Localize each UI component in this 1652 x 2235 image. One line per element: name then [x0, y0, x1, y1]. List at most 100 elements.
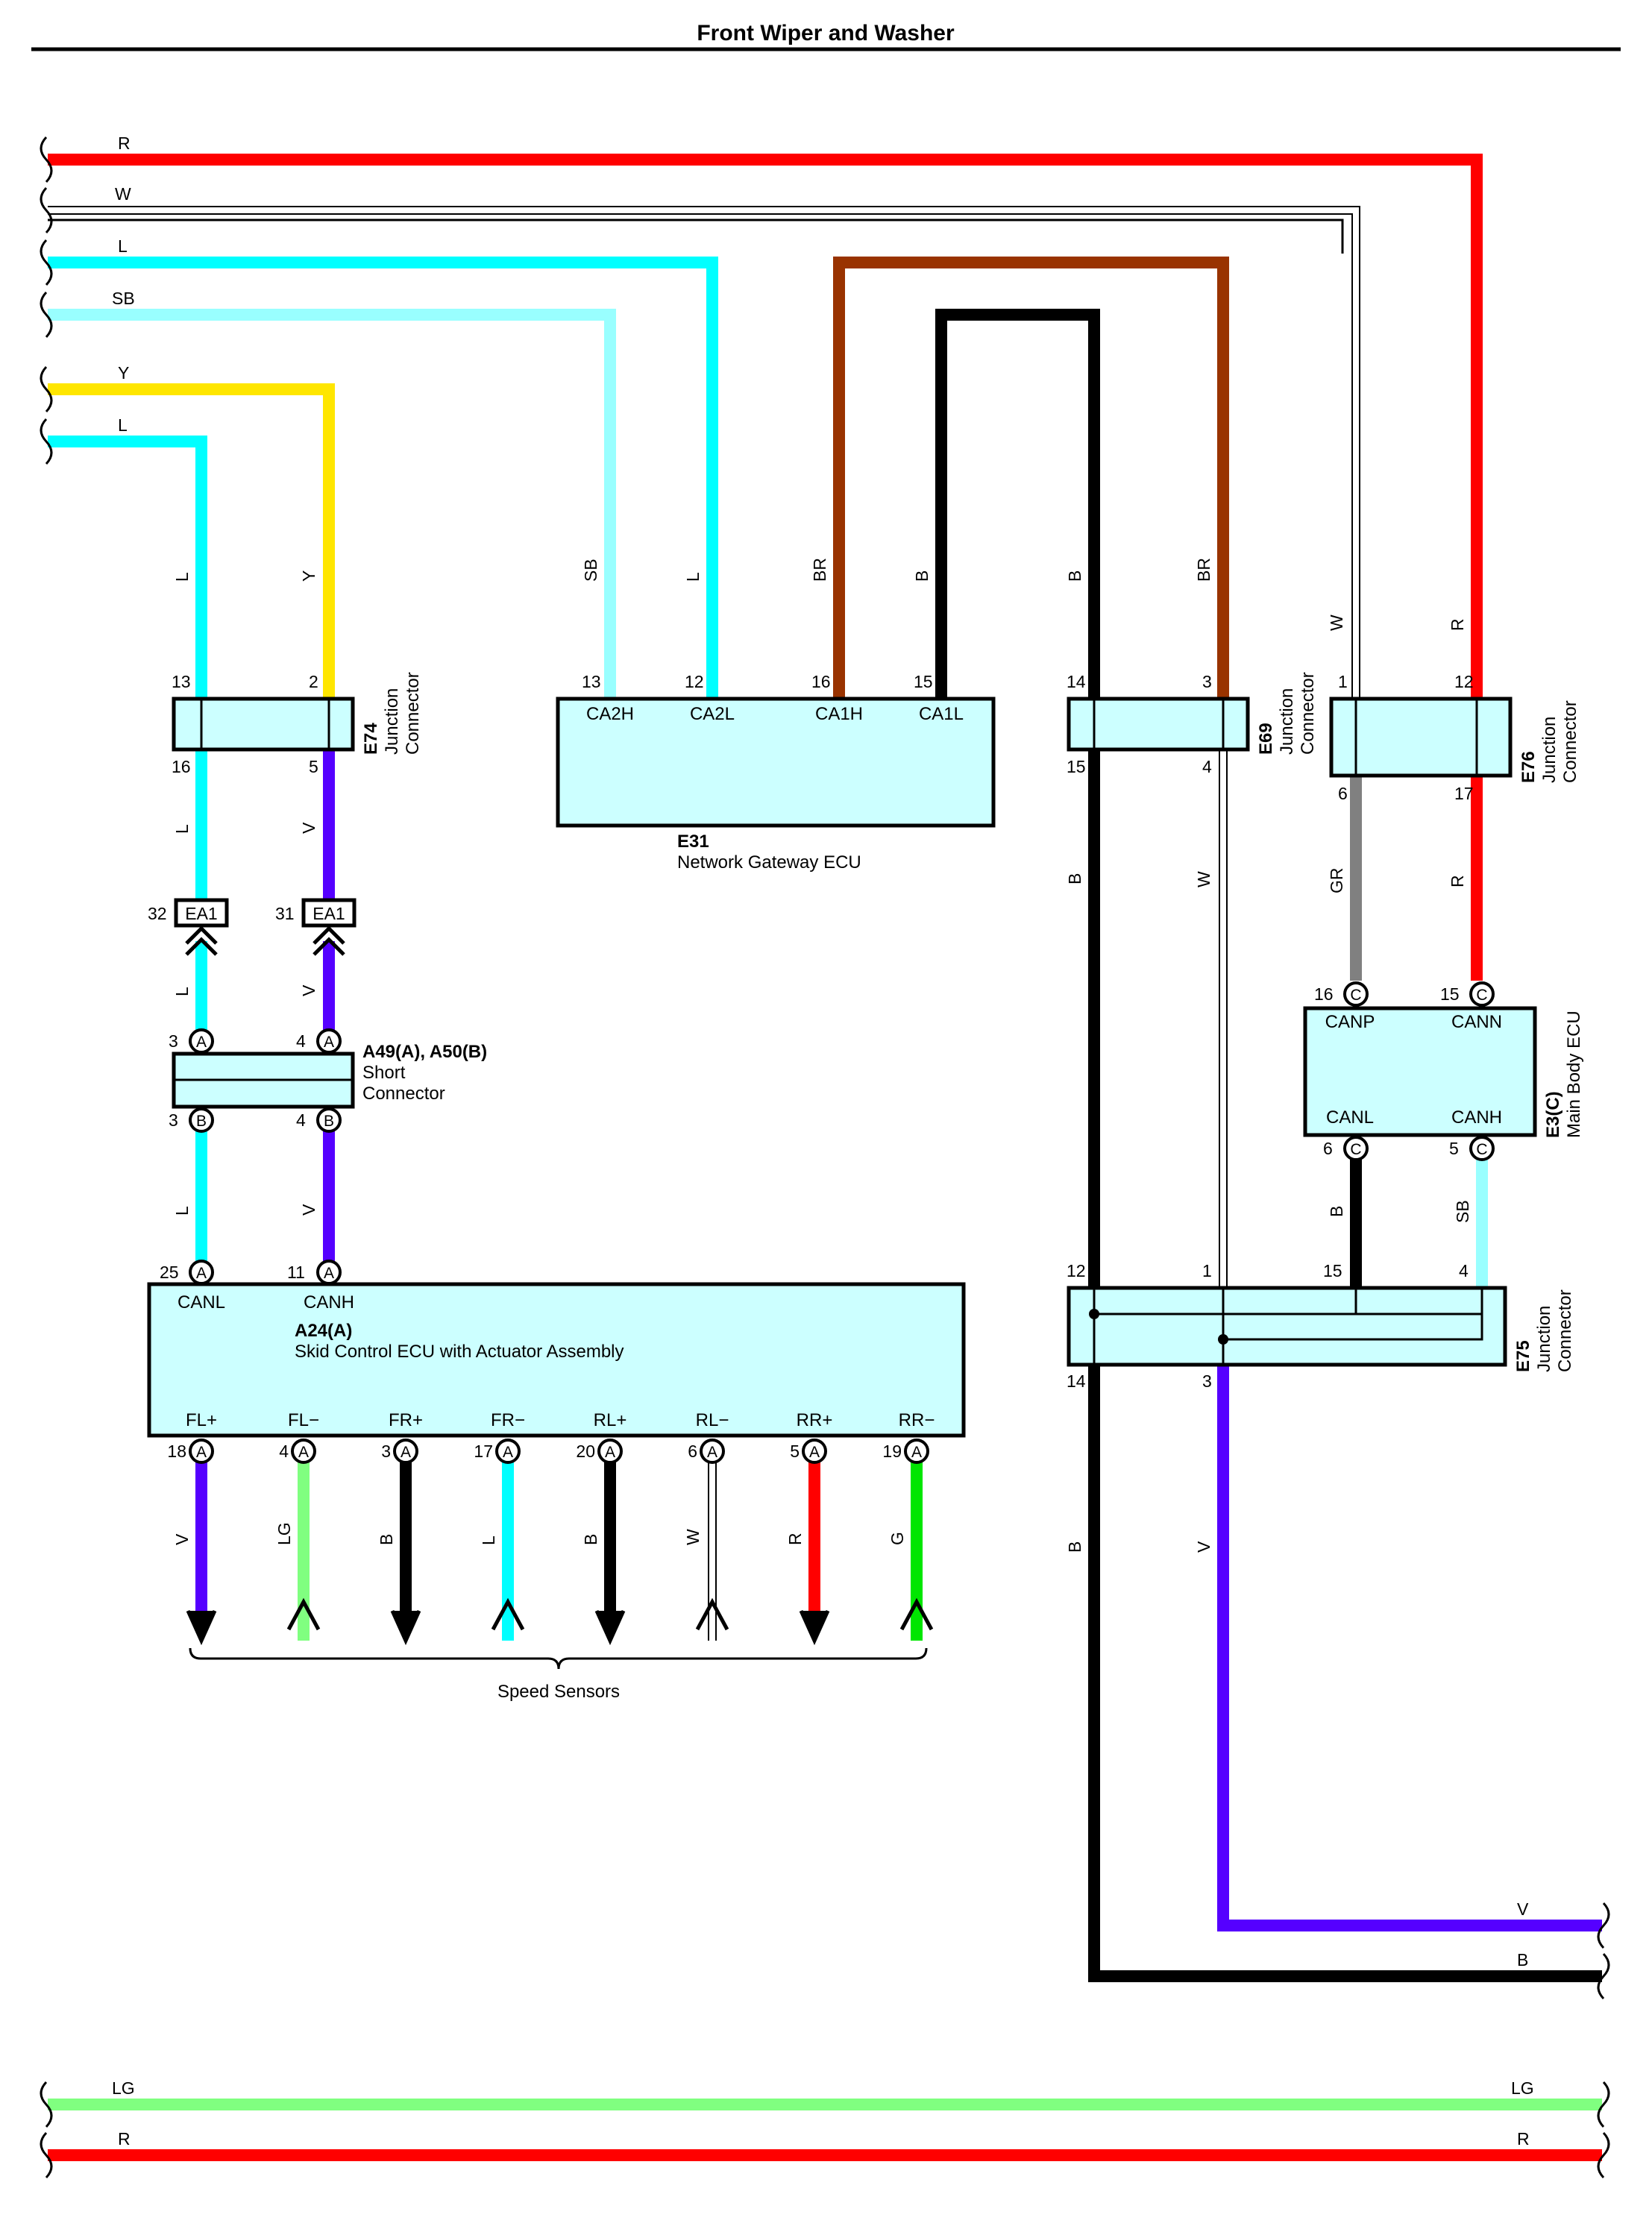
a24-top-term: CANL — [178, 1292, 225, 1313]
a24-bottom-term: FL+ — [186, 1410, 217, 1430]
wire-label: V — [299, 1204, 318, 1216]
wire-label: BR — [1194, 558, 1213, 582]
sensor-wire-label: LG — [274, 1522, 294, 1545]
e75-pin: 12 — [1067, 1261, 1086, 1280]
e3-letter: C — [1476, 1141, 1487, 1158]
right-exit-label: B — [1517, 1950, 1528, 1970]
a50-pin: 3 — [169, 1110, 178, 1130]
wire-label: L — [172, 824, 192, 834]
e3-term: CANP — [1325, 1012, 1375, 1032]
wire-label: L — [172, 1206, 192, 1216]
a49-a50-short-connector: A A B B 3 4 3 4 A49(A), A50(B) Short Con… — [169, 1028, 487, 1133]
wire-label: V — [1194, 1541, 1213, 1553]
e76-junction-connector: 1 12 6 17 E76 Junction Connector — [1329, 672, 1580, 803]
right-exit-label: V — [1517, 1899, 1529, 1919]
sensor-wire-label: V — [172, 1533, 192, 1545]
wire-w-inner — [48, 219, 1344, 254]
a24-bottom-letter: A — [911, 1444, 922, 1461]
e75-code: E75 — [1513, 1340, 1533, 1372]
e69-pin: 14 — [1067, 672, 1086, 691]
e31-network-gateway-ecu: 13 12 16 15 CA2H CA2L CA1H CA1L E31 Netw… — [556, 672, 996, 873]
sensor-wire-label: G — [888, 1532, 907, 1545]
wire-label: B — [1065, 570, 1084, 582]
e75-pin: 1 — [1202, 1261, 1212, 1280]
a24-skid-control-ecu: A A 25 11 CANL CANH A24(A) Skid Control … — [147, 1260, 966, 1702]
e3-letter: C — [1350, 1141, 1361, 1158]
wire-label: W — [1194, 871, 1213, 887]
wire-label: L — [172, 572, 192, 582]
a24-bottom-letter: A — [196, 1444, 207, 1461]
arrow-down-icon — [799, 1609, 830, 1646]
ea1-connector: EA1 EA1 32 31 — [148, 898, 357, 956]
e3-pin: 6 — [1323, 1139, 1333, 1158]
e3-main-body-ecu: C C C C 16 15 6 5 CANP CANN CANL CANH E3… — [1303, 981, 1584, 1161]
a24-top-pin: 25 — [160, 1263, 179, 1282]
a49-pin: 4 — [296, 1031, 306, 1051]
wire-label: W — [1327, 614, 1346, 631]
e76-pin: 12 — [1454, 672, 1474, 691]
e74-pin: 2 — [309, 672, 318, 691]
a24-top-letter: A — [324, 1265, 334, 1282]
arrow-down-icon — [186, 1609, 217, 1646]
e3-code: E3(C) — [1543, 1091, 1563, 1138]
wire-label: GR — [1327, 868, 1346, 894]
e75-pin: 3 — [1202, 1371, 1212, 1391]
speed-sensors-brace — [189, 1647, 928, 1670]
sensor-wire-label: W — [683, 1529, 703, 1545]
wire-l-top — [48, 257, 718, 699]
bottom-wire-label: LG — [112, 2078, 135, 2098]
arrow-down-icon — [594, 1609, 626, 1646]
e3-pin: 15 — [1440, 984, 1460, 1004]
e31-term: CA1L — [919, 704, 964, 724]
wire-label: L — [172, 987, 192, 996]
a24-bottom-pin: 17 — [474, 1442, 493, 1461]
a24-bottom-pin: 4 — [279, 1442, 289, 1461]
e75-name: Junction — [1534, 1306, 1554, 1372]
e3-letter: C — [1476, 987, 1487, 1004]
e31-pin: 15 — [914, 672, 933, 691]
wire-r-top — [48, 154, 1483, 699]
pin-circle — [495, 1439, 521, 1464]
e76-pin: 6 — [1338, 784, 1348, 803]
a24-bottom-letter: A — [401, 1444, 411, 1461]
a24-bottom-term: RR− — [899, 1410, 935, 1430]
a24-bottom-pin: 19 — [882, 1442, 902, 1461]
e75-pin: 4 — [1459, 1261, 1469, 1280]
wire-label: V — [299, 984, 318, 996]
wire-br-loop — [833, 257, 1229, 699]
e76-name: Junction — [1539, 717, 1560, 783]
pin-circle — [904, 1439, 929, 1464]
a24-bottom-letter: A — [298, 1444, 309, 1461]
left-wire-labels: R W L SB Y L — [112, 133, 135, 435]
a24-code: A24(A) — [295, 1321, 352, 1341]
wire-w-top — [48, 206, 1360, 699]
e3-term: CANH — [1451, 1107, 1502, 1128]
wire-y — [48, 383, 335, 699]
a24-bottom-letter: A — [503, 1444, 513, 1461]
e75-name: Connector — [1555, 1289, 1575, 1372]
e31-pin: 13 — [582, 672, 601, 691]
a24-bottom-pins: A18FL+VA4FL−LGA3FR+BA17FR−LA20RL+BA6RL−W… — [167, 1410, 935, 1545]
a24-bottom-letter: A — [707, 1444, 717, 1461]
a24-top-term: CANH — [304, 1292, 354, 1313]
left-wire-label: W — [115, 184, 131, 204]
wire-label: B — [1327, 1206, 1346, 1217]
a24-bottom-term: RL+ — [594, 1410, 627, 1430]
ea1-pin: 32 — [148, 904, 167, 923]
pin-circle — [700, 1439, 725, 1464]
speed-sensors-label: Speed Sensors — [497, 1682, 620, 1702]
wire-label: BR — [810, 558, 829, 582]
a24-bottom-letter: A — [809, 1444, 820, 1461]
a49-code: A49(A), A50(B) — [362, 1042, 487, 1062]
e74-name: Connector — [403, 672, 423, 755]
e74-pin: 16 — [172, 757, 191, 776]
wire-label: Y — [299, 570, 318, 582]
e3-letter: C — [1350, 987, 1361, 1004]
a24-bottom-pin: 18 — [167, 1442, 186, 1461]
a24-bottom-term: FR+ — [389, 1410, 423, 1430]
sensor-wire-label: R — [785, 1533, 805, 1545]
wire-label: V — [299, 822, 318, 834]
pin-circle — [393, 1439, 418, 1464]
e69-name: Connector — [1298, 672, 1318, 755]
ea1-label: EA1 — [185, 904, 217, 923]
